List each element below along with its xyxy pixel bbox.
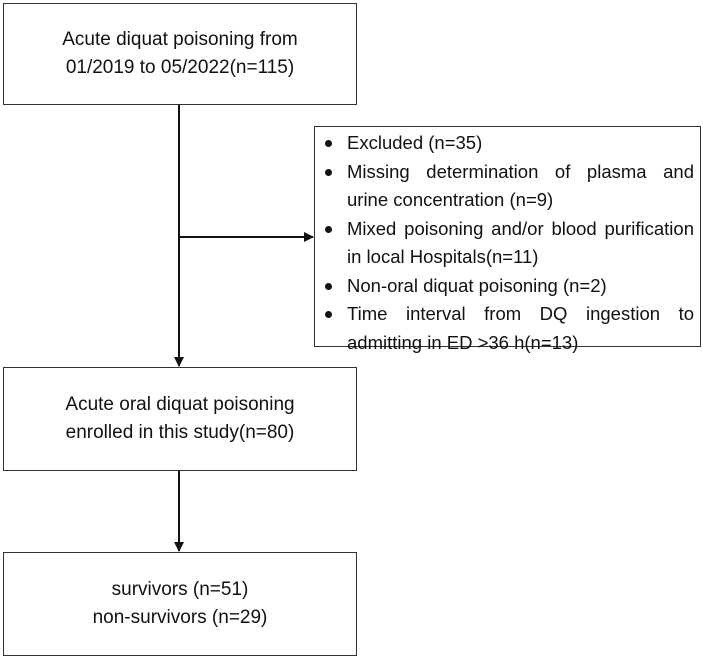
enrollment-line-2: 01/2019 to 05/2022(n=115) <box>65 57 295 78</box>
enrollment-line-1: Acute diquat poisoning from <box>62 29 298 51</box>
enrolled-line-1: Acute oral diquat poisoning <box>65 394 295 416</box>
exclusion-item-mixed-poisoning: Mixed poisoning and/or blood purificatio… <box>319 215 694 272</box>
outcome-survivors: survivors (n=51) <box>111 579 249 601</box>
outcome-non-survivors: non-survivors (n=29) <box>92 607 268 628</box>
exclusion-item-missing-concentration: Missing determination of plasma and urin… <box>319 158 694 215</box>
exclusion-item-non-oral: Non-oral diquat poisoning (n=2) <box>319 272 694 301</box>
outcome-box: survivors (n=51) non-survivors (n=29) <box>3 552 357 656</box>
exclusion-item-excluded: Excluded (n=35) <box>319 129 694 158</box>
enrollment-box: Acute diquat poisoning from 01/2019 to 0… <box>3 3 357 105</box>
exclusion-item-time-interval: Time interval from DQ ingestion to admit… <box>319 300 694 357</box>
enrolled-line-2: enrolled in this study(n=80) <box>65 422 295 443</box>
exclusion-box: Excluded (n=35) Missing determination of… <box>314 126 701 353</box>
enrolled-box: Acute oral diquat poisoning enrolled in … <box>3 367 357 471</box>
exclusion-list: Excluded (n=35) Missing determination of… <box>319 129 694 357</box>
